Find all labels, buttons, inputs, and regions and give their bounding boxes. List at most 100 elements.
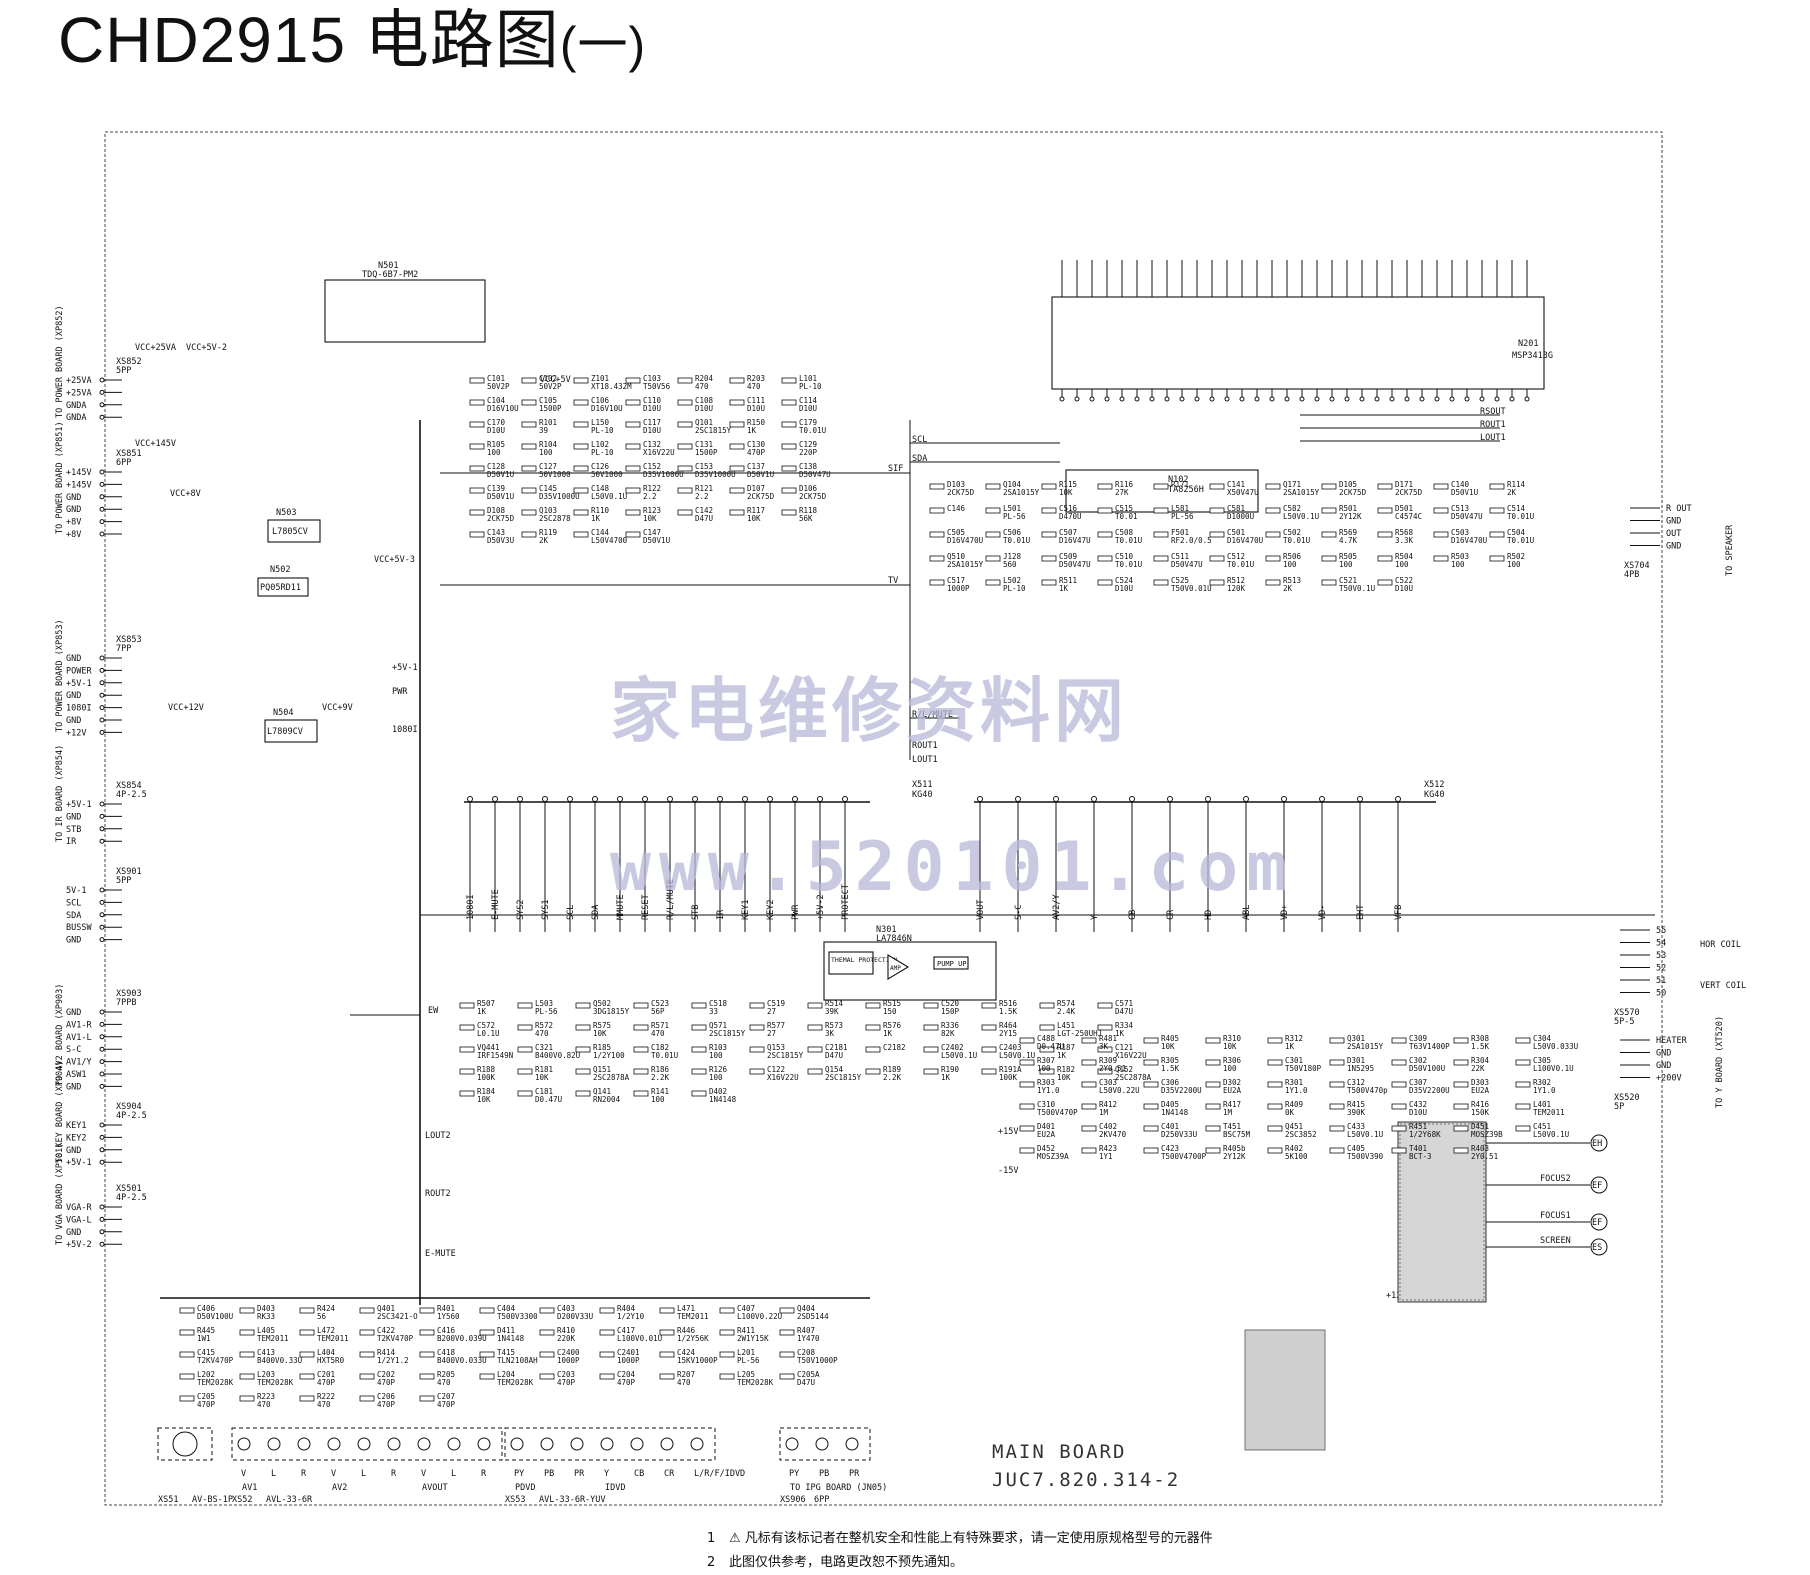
connector-pin-dot — [99, 899, 105, 905]
component-symbol — [1433, 483, 1449, 490]
component-ref: L203 — [257, 1370, 275, 1379]
component-value: 120K — [1227, 584, 1246, 593]
component-value: 10K — [535, 1073, 549, 1082]
component-symbol — [677, 509, 693, 516]
component-value: PL-10 — [799, 382, 822, 391]
n301-ref: N301 — [876, 925, 896, 935]
component-symbol — [1265, 579, 1281, 586]
component-symbol — [749, 1002, 765, 1009]
component-ref: D301 — [1347, 1056, 1365, 1065]
component-ref: C451 — [1533, 1122, 1551, 1131]
component-symbol — [1391, 1125, 1407, 1132]
connector-pins: 4P-2.5 — [116, 1111, 147, 1121]
component-value: D0.47U — [535, 1095, 562, 1104]
component-value: D10U — [487, 426, 505, 435]
vcc8v-label: VCC+8V — [170, 489, 201, 499]
component-value: PL-56 — [737, 1356, 760, 1365]
n201-pin-dot — [1194, 396, 1200, 402]
connector-pin-dot — [99, 389, 105, 395]
component-symbol — [633, 1046, 649, 1053]
av-jack-pin-label: PY — [514, 1469, 524, 1479]
component-value: T0.01U — [651, 1051, 678, 1060]
component-symbol — [625, 377, 641, 384]
component-ref: R416 — [1471, 1100, 1490, 1109]
bus-pin-dot — [592, 796, 598, 802]
component-symbol — [719, 1329, 735, 1336]
component-ref: R336 — [941, 1021, 960, 1030]
n301-pump-label: PUMP UP — [937, 960, 967, 968]
component-value: D10U — [799, 404, 817, 413]
t451-flyback-texture — [1399, 1123, 1485, 1301]
connector-pin-label: GND — [66, 936, 81, 946]
component-ref: C506 — [1003, 528, 1022, 537]
component-value: EU2A — [1037, 1130, 1056, 1139]
component-value: IRF1549N — [477, 1051, 513, 1060]
component-symbol — [929, 507, 945, 514]
component-ref: C321 — [535, 1043, 553, 1052]
component-ref: C153 — [695, 462, 713, 471]
fbt-output-terminal — [1590, 1213, 1608, 1231]
connector-ref: XS903 — [116, 989, 142, 999]
lout1-label: LOUT1 — [1480, 433, 1506, 443]
connector-pin-dot — [99, 481, 105, 487]
connector-pin-label: 5V-1 — [66, 886, 86, 896]
component-symbol — [729, 465, 745, 472]
component-symbol — [1453, 1081, 1469, 1088]
connector-pin-label: GNDA — [66, 413, 86, 423]
component-value: D50V100U — [1409, 1064, 1445, 1073]
n201-pin-dot — [1134, 396, 1140, 402]
rout2-label: ROUT2 — [425, 1189, 451, 1199]
av-jack-group-label: PDVD — [515, 1483, 535, 1493]
component-ref: C181 — [535, 1087, 553, 1096]
component-ref: C417 — [617, 1326, 635, 1335]
component-symbol — [1391, 1059, 1407, 1066]
component-ref: L471 — [677, 1304, 695, 1313]
connector-pin-dot — [99, 826, 105, 832]
component-ref: R574 — [1057, 999, 1076, 1008]
component-symbol — [1041, 555, 1057, 562]
component-symbol — [179, 1395, 195, 1402]
av-jack-body — [779, 1427, 871, 1461]
component-ref: C405 — [1347, 1144, 1365, 1153]
component-value: D50V47U — [1171, 560, 1203, 569]
component-ref: R501 — [1339, 504, 1357, 513]
component-value: HXT5R0 — [317, 1356, 345, 1365]
component-symbol — [981, 1002, 997, 1009]
n503-regulator — [267, 519, 321, 543]
n201-ref: N201 — [1518, 339, 1538, 349]
component-symbol — [599, 1307, 615, 1314]
connector-pin-dot — [99, 838, 105, 844]
component-value: L100V0.22U — [737, 1312, 782, 1321]
component-value: 100 — [539, 448, 553, 457]
component-value: 10K — [643, 514, 657, 523]
component-symbol — [1209, 579, 1225, 586]
fbt-output-label: FOCUS1 — [1540, 1211, 1571, 1221]
component-ref: Q451 — [1285, 1122, 1303, 1131]
connector-pin-dot — [99, 494, 105, 500]
component-ref: C582 — [1283, 504, 1301, 513]
component-symbol — [719, 1307, 735, 1314]
av-jack-socket — [690, 1437, 704, 1451]
component-ref: VQ441 — [477, 1043, 500, 1052]
component-value: X50V47U — [1227, 488, 1259, 497]
component-ref: R573 — [825, 1021, 843, 1030]
av-jack-ref: XS52 — [232, 1495, 252, 1505]
component-value: 2K — [1283, 584, 1293, 593]
fbt-output-label: SCREEN — [1540, 1236, 1571, 1246]
component-ref: R417 — [1223, 1100, 1241, 1109]
component-ref: L102 — [591, 440, 609, 449]
component-symbol — [659, 1307, 675, 1314]
connector-pin-label: SCL — [66, 898, 81, 908]
component-ref: D303 — [1471, 1078, 1489, 1087]
component-symbol — [1205, 1059, 1221, 1066]
component-symbol — [691, 1046, 707, 1053]
component-value: LGT-250UHJ — [1057, 1029, 1102, 1038]
vcc25va-label: VCC+25VA — [135, 343, 176, 353]
av-jack-group-label: AV1 — [242, 1483, 257, 1493]
component-ref: L202 — [197, 1370, 215, 1379]
component-symbol — [1321, 579, 1337, 586]
component-symbol — [781, 443, 797, 450]
component-symbol — [691, 1068, 707, 1075]
